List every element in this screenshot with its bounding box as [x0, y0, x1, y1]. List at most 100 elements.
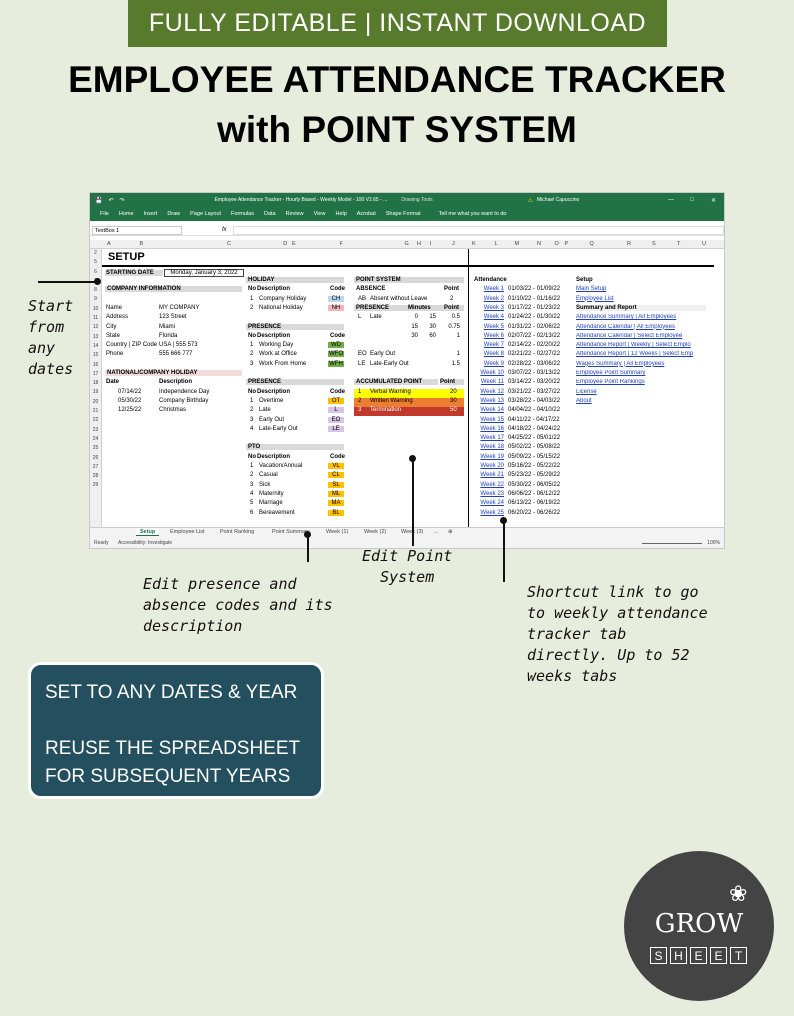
week-link[interactable]: Week 24: [480, 500, 504, 507]
row-header-14[interactable]: 14: [92, 342, 99, 349]
week-link[interactable]: Week 2: [483, 295, 504, 302]
week-link[interactable]: Week 17: [480, 435, 504, 442]
row-header-10[interactable]: 10: [92, 305, 99, 312]
column-header-F[interactable]: F: [339, 241, 343, 247]
ribbon-tab-data[interactable]: Data: [263, 211, 276, 217]
sheet-tab-more[interactable]: ...: [434, 529, 439, 535]
week-link[interactable]: Week 20: [480, 463, 504, 469]
column-header-J[interactable]: J: [452, 241, 455, 247]
summary-link[interactable]: Wages Summary | All Employees: [576, 360, 665, 367]
column-header-N[interactable]: N: [537, 241, 541, 247]
summary-link[interactable]: Attendance Calendar | Select Employee: [576, 332, 683, 339]
row-header-15[interactable]: 15: [92, 352, 99, 359]
week-link[interactable]: Week 23: [480, 490, 504, 497]
row-header-24[interactable]: 24: [92, 435, 99, 442]
formula-input[interactable]: [232, 225, 724, 235]
row-header-27[interactable]: 27: [92, 463, 99, 470]
column-header-I[interactable]: I: [429, 241, 432, 247]
save-icon[interactable]: 💾: [95, 197, 103, 204]
row-header-25[interactable]: 25: [92, 445, 99, 452]
summary-link[interactable]: Attendance Summary | All Employees: [576, 314, 677, 321]
column-header-G[interactable]: G: [404, 241, 409, 247]
column-header-S[interactable]: S: [652, 241, 656, 247]
week-link[interactable]: Week 3: [483, 304, 504, 311]
week-link[interactable]: Week 9: [483, 360, 504, 367]
summary-link[interactable]: About: [576, 397, 592, 404]
ribbon-tab-help[interactable]: Help: [335, 211, 347, 217]
row-header-18[interactable]: 18: [92, 380, 99, 387]
ribbon-tab-file[interactable]: File: [100, 211, 109, 217]
week-link[interactable]: Week 5: [483, 323, 504, 330]
undo-icon[interactable]: ↶: [108, 197, 114, 204]
column-header-C[interactable]: C: [227, 241, 231, 247]
week-link[interactable]: Week 18: [480, 444, 504, 451]
setup-link[interactable]: Employee List: [576, 295, 614, 302]
redo-icon[interactable]: ↷: [119, 197, 125, 204]
week-link[interactable]: Week 10: [480, 370, 504, 376]
ribbon-tab-acrobat[interactable]: Acrobat: [356, 211, 376, 217]
week-link[interactable]: Week 7: [483, 342, 504, 349]
column-header-A[interactable]: A: [107, 241, 111, 247]
column-header-M[interactable]: M: [514, 241, 520, 247]
row-header-20[interactable]: 20: [92, 398, 99, 405]
column-header-R[interactable]: R: [627, 241, 631, 247]
row-header-17[interactable]: 17: [92, 370, 99, 377]
week-link[interactable]: Week 25: [480, 509, 504, 516]
row-header-2[interactable]: 2: [94, 250, 97, 256]
row-header-8[interactable]: 8: [94, 287, 97, 294]
zoom-level[interactable]: 100%: [707, 540, 720, 546]
summary-link[interactable]: Attendance Report | Weekly | Select Empl…: [576, 342, 691, 349]
summary-link[interactable]: Attendance Report | 12 Weeks | Select Em…: [576, 351, 694, 358]
row-header-28[interactable]: 28: [92, 473, 99, 480]
tell-me-input[interactable]: Tell me what you want to do: [438, 211, 507, 217]
column-header-H[interactable]: H: [417, 241, 421, 247]
column-header-B[interactable]: B: [139, 241, 144, 247]
column-header-L[interactable]: L: [494, 241, 498, 247]
column-header-T[interactable]: T: [677, 241, 681, 247]
row-header-21[interactable]: 21: [92, 408, 99, 415]
week-link[interactable]: Week 1: [483, 286, 504, 293]
summary-link[interactable]: Employee Point Rankings: [576, 379, 645, 386]
close-icon[interactable]: ✕: [710, 197, 716, 204]
row-header-26[interactable]: 26: [92, 454, 99, 461]
restore-icon[interactable]: □: [690, 197, 694, 203]
row-header-12[interactable]: 12: [92, 324, 99, 331]
summary-link[interactable]: Employee Point Summary: [576, 370, 646, 376]
row-header-22[interactable]: 22: [92, 417, 99, 424]
row-header-11[interactable]: 11: [92, 315, 99, 322]
ribbon-tab-view[interactable]: View: [313, 211, 326, 217]
summary-link[interactable]: Attendance Calendar | All Employees: [576, 323, 675, 330]
sheet-tab-employee-list[interactable]: Employee List: [170, 529, 205, 535]
row-header-6[interactable]: 6: [94, 268, 97, 275]
week-link[interactable]: Week 11: [480, 379, 504, 386]
week-link[interactable]: Week 13: [480, 397, 504, 404]
week-link[interactable]: Week 21: [480, 472, 504, 479]
ribbon-tab-formulas[interactable]: Formulas: [231, 211, 254, 217]
add-sheet-icon[interactable]: ⊕: [448, 529, 453, 535]
name-box[interactable]: TextBox 1: [92, 225, 182, 235]
row-header-5[interactable]: 5: [94, 259, 97, 266]
sheet-tab-point-summary[interactable]: Point Summary: [272, 529, 310, 535]
column-header-D[interactable]: D: [283, 241, 288, 247]
week-link[interactable]: Week 8: [483, 351, 504, 358]
week-link[interactable]: Week 4: [483, 314, 504, 321]
zoom-slider[interactable]: [642, 543, 702, 544]
ribbon-tab-insert[interactable]: Insert: [143, 211, 158, 217]
minimize-icon[interactable]: —: [668, 197, 674, 203]
week-link[interactable]: Week 12: [480, 388, 504, 395]
column-header-Q[interactable]: Q: [589, 241, 594, 247]
ribbon-tab-review[interactable]: Review: [285, 211, 304, 217]
column-header-O[interactable]: O: [554, 241, 559, 247]
ribbon-tab-shape-format[interactable]: Shape Format: [385, 211, 421, 217]
row-header-29[interactable]: 29: [92, 482, 99, 489]
summary-link[interactable]: License: [576, 388, 597, 395]
ribbon-tab-draw[interactable]: Draw: [167, 211, 181, 217]
row-header-19[interactable]: 19: [92, 389, 99, 396]
ribbon-tab-page-layout[interactable]: Page Layout: [190, 211, 222, 217]
sheet-tab-point-ranking[interactable]: Point Ranking: [220, 529, 255, 535]
week-link[interactable]: Week 19: [480, 453, 504, 460]
sheet-tab-week-1-[interactable]: Week (1): [326, 529, 349, 535]
sheet-tab-week-2-[interactable]: Week (2): [364, 529, 387, 535]
column-header-P[interactable]: P: [564, 241, 569, 247]
status-accessibility[interactable]: Accessibility: Investigate: [118, 540, 173, 546]
